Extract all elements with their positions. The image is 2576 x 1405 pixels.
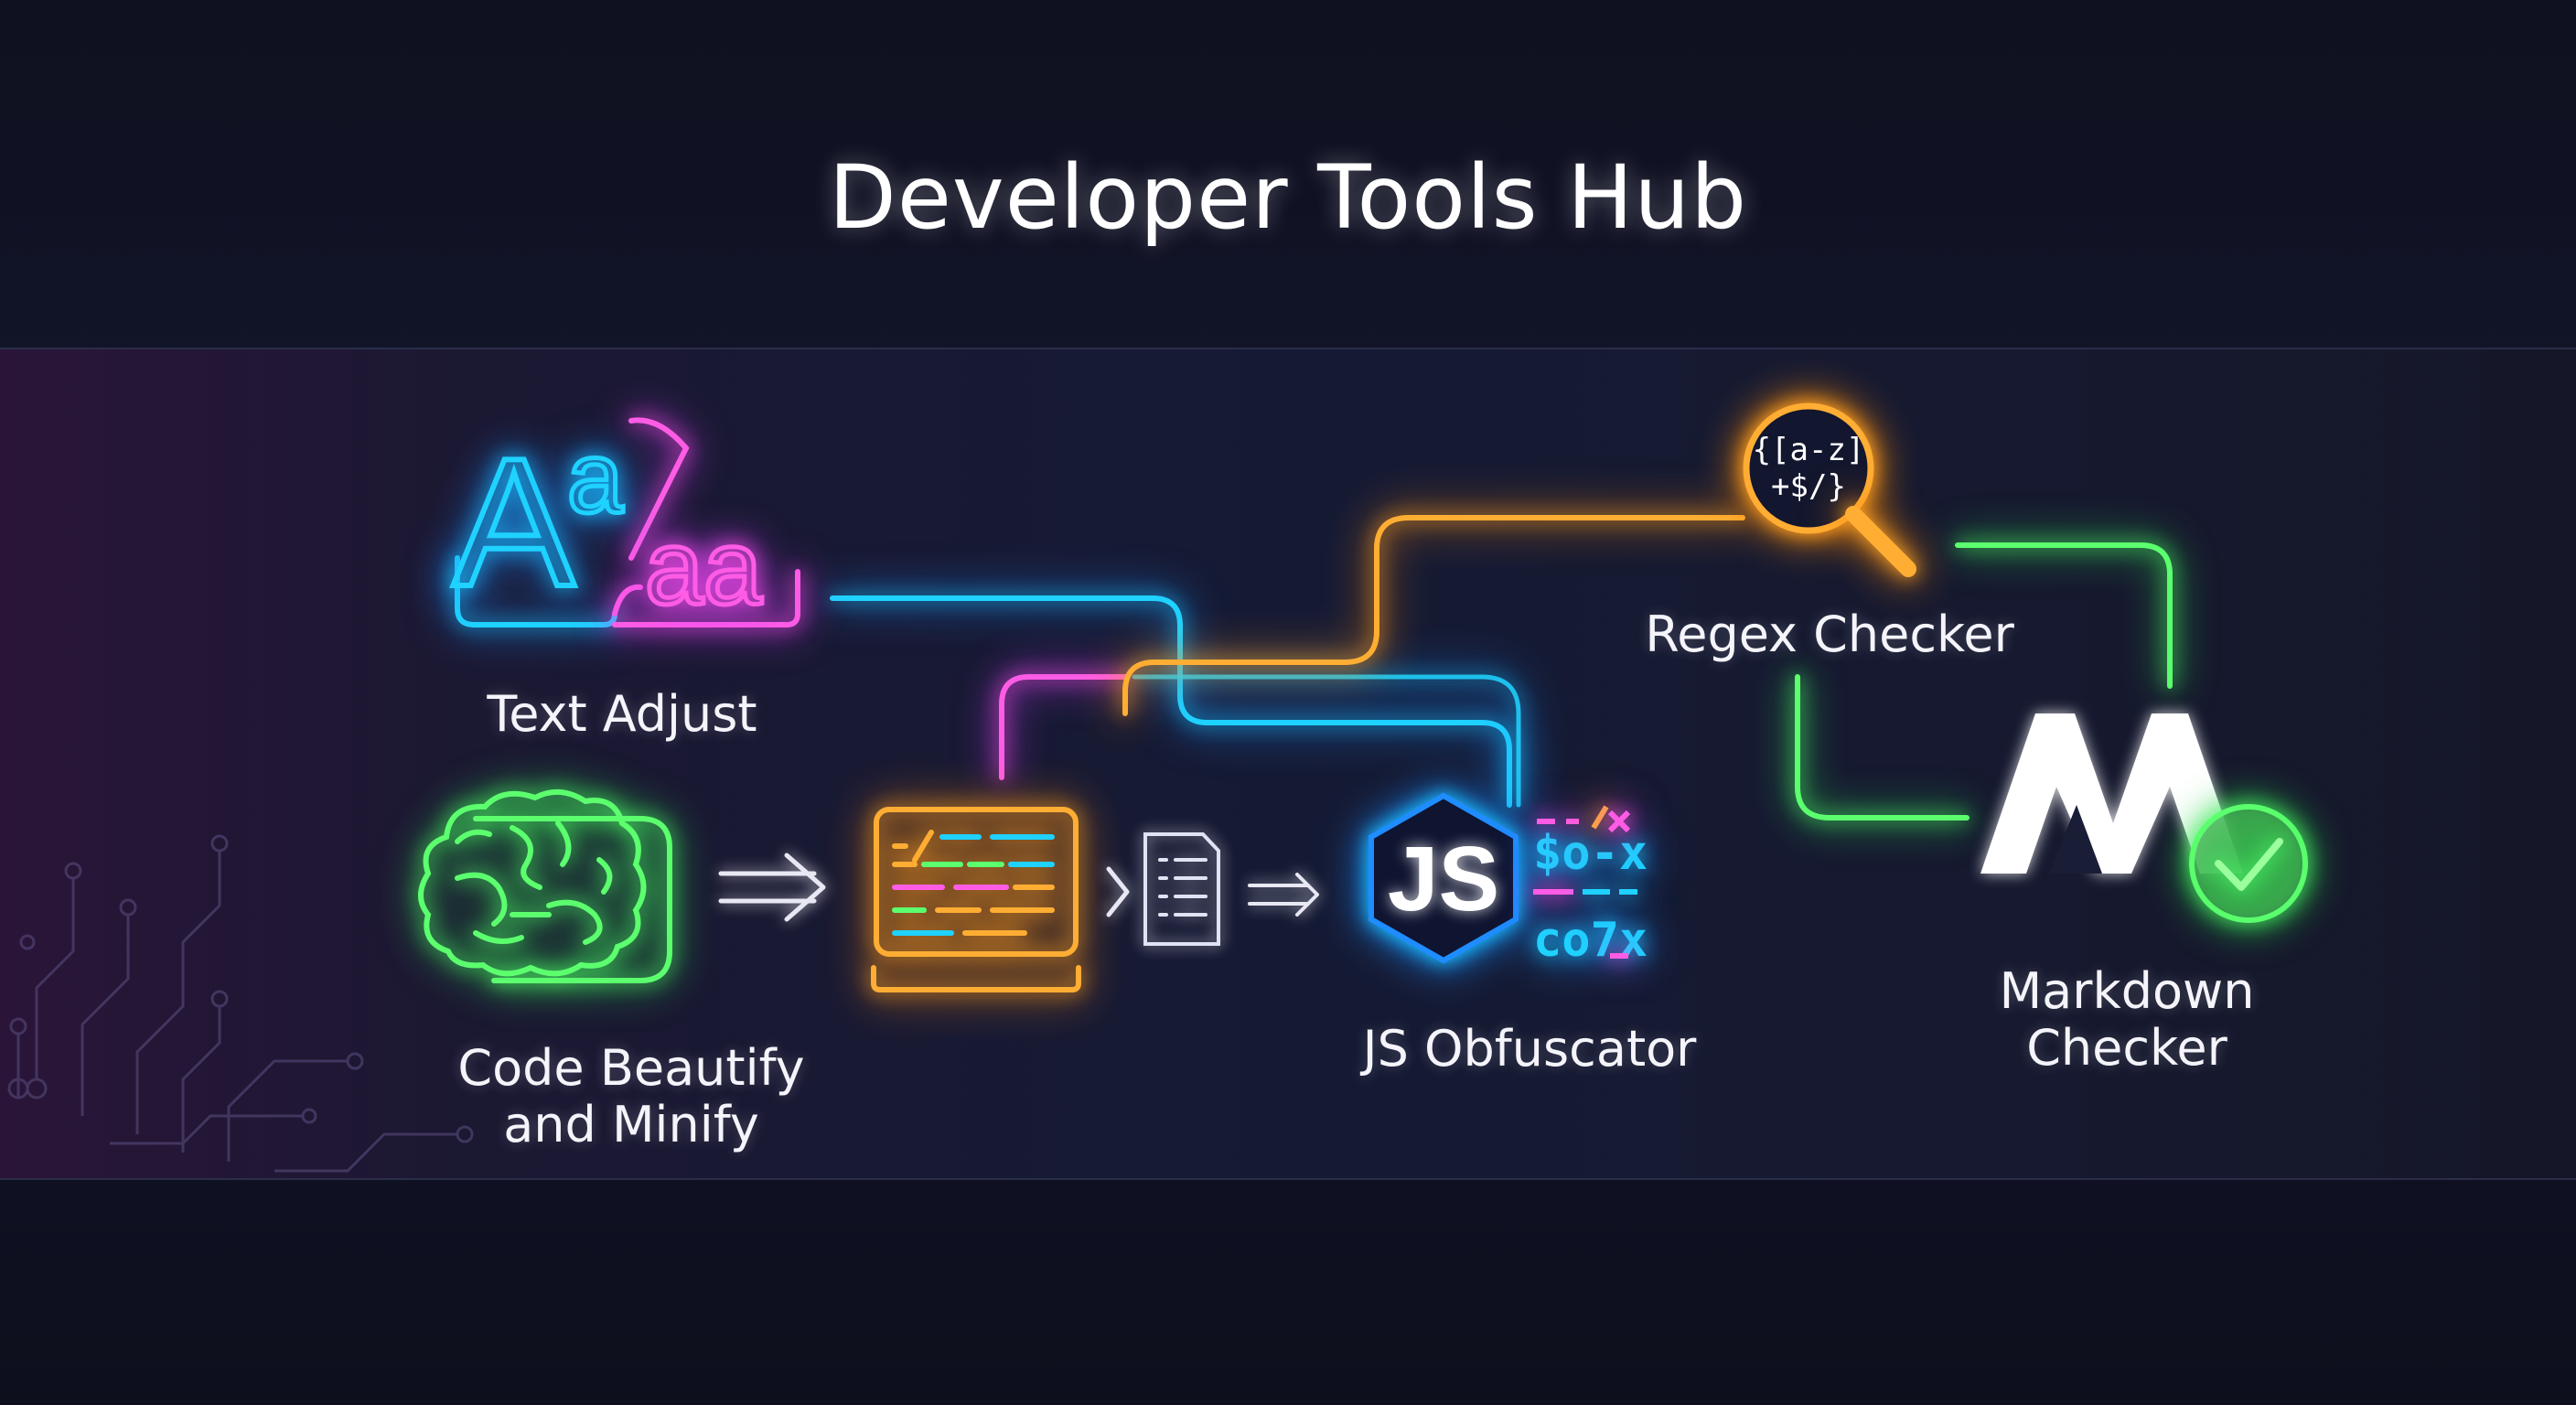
svg-text:JS: JS — [1388, 828, 1499, 930]
svg-text:a: a — [567, 422, 624, 534]
svg-text:A: A — [453, 421, 575, 625]
connector-green-2 — [1795, 674, 1970, 820]
code-beautify-label: Code Beautify and Minify — [402, 1040, 860, 1153]
text-adjust-label: Text Adjust — [487, 685, 757, 743]
connector-green — [1955, 542, 2173, 689]
connector-orange — [1122, 515, 1745, 716]
magnifier-icon: {[a-z] +$/} — [1743, 402, 1916, 577]
svg-text:{[a-z]: {[a-z] — [1753, 432, 1865, 468]
markdown-checker-label-line2: Checker — [2026, 1019, 2227, 1077]
arrow-right-small-icon — [1248, 873, 1319, 917]
document-icon — [1143, 832, 1220, 946]
brain-icon — [418, 789, 672, 983]
obfuscated-code-icon: $o-x co7x — [1533, 805, 1648, 968]
laptop-code-icon — [871, 807, 1081, 992]
svg-text:+$/}: +$/} — [1771, 468, 1846, 505]
text-adjust-icon: A a aa — [450, 417, 800, 629]
svg-text:$o-x: $o-x — [1533, 826, 1648, 881]
connector-cyan-2 — [1132, 674, 1521, 808]
page-title: Developer Tools Hub — [828, 146, 1748, 249]
regex-checker-label: Regex Checker — [1645, 606, 2014, 663]
markdown-icon — [1980, 713, 2243, 874]
markdown-checker-label-line1: Markdown — [1999, 962, 2255, 1020]
code-beautify-label-line1: Code Beautify — [457, 1039, 805, 1097]
circuit-decoration — [7, 834, 474, 1173]
markdown-checker-label: Markdown Checker — [1898, 963, 2356, 1077]
arrow-right-icon — [718, 853, 826, 922]
js-obfuscator-label: JS Obfuscator — [1362, 1020, 1697, 1078]
svg-text:co7x: co7x — [1533, 913, 1648, 968]
code-beautify-label-line2: and Minify — [503, 1096, 759, 1153]
js-hexagon-icon: JS — [1368, 792, 1519, 964]
svg-text:aa: aa — [645, 509, 762, 627]
connector-cyan — [830, 595, 1512, 808]
connector-pink — [999, 674, 1128, 780]
check-circle-icon — [2189, 804, 2308, 923]
chevron-right-icon — [1106, 866, 1130, 917]
